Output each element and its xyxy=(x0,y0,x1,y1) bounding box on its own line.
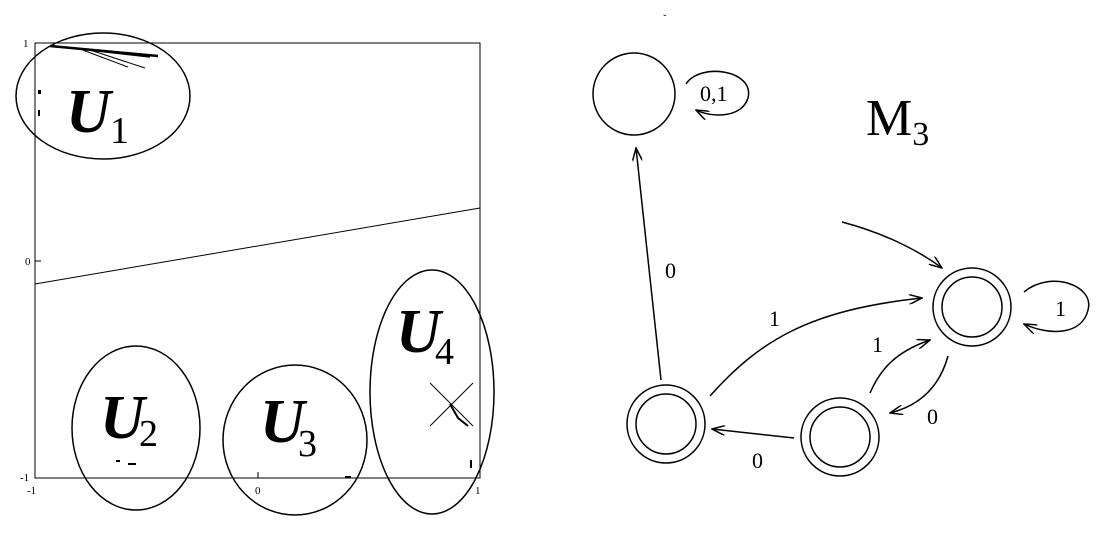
x-tick-label-right: 1 xyxy=(475,485,481,497)
automaton-diagram: M3 ˇ 0,1 0 1 1 xyxy=(592,13,1090,477)
edge-sink-loop xyxy=(685,70,750,115)
edge-middle-to-accept xyxy=(869,340,930,394)
edge-start-to-sink xyxy=(636,148,662,381)
x-tick-label-left: -1 xyxy=(27,485,36,497)
edge-start-to-sink-label: 0 xyxy=(665,258,676,283)
region-u2-label: U xyxy=(100,384,148,452)
region-u4-subscript: 4 xyxy=(435,331,454,373)
region-u1-label: U xyxy=(66,78,114,146)
edge-middle-to-start xyxy=(712,429,795,439)
edge-accept-loop-label: 1 xyxy=(1055,296,1066,321)
state-start xyxy=(626,384,706,464)
state-accept xyxy=(932,267,1012,347)
region-u3-subscript: 3 xyxy=(298,423,317,465)
edge-middle-to-accept-label: 1 xyxy=(872,332,883,357)
state-middle xyxy=(800,397,880,477)
region-u2-subscript: 2 xyxy=(139,413,158,455)
x-tick-label-mid: 0 xyxy=(255,485,261,497)
edge-accept-loop xyxy=(1024,280,1090,331)
cross-mark xyxy=(429,382,474,427)
edge-middle-to-start-label: 0 xyxy=(752,448,763,473)
region-u4-label: U xyxy=(396,298,444,366)
initial-arrow xyxy=(841,221,942,268)
scatter-plot: 1 0 -1 -1 0 1 U 1 xyxy=(15,32,495,516)
region-u1-subscript: 1 xyxy=(110,110,129,152)
y-tick-label-mid: 0 xyxy=(25,256,31,268)
y-tick-label-top: 1 xyxy=(23,38,29,50)
edge-accept-to-middle xyxy=(890,355,949,413)
region-u3: U 3 xyxy=(222,364,368,516)
region-u1: U 1 xyxy=(15,32,191,160)
edge-start-to-accept xyxy=(709,298,922,397)
edge-accept-to-middle-label: 0 xyxy=(927,404,938,429)
decision-line xyxy=(34,207,481,285)
state-sink xyxy=(592,52,676,136)
y-tick-label-bottom: -1 xyxy=(20,472,29,484)
region-u4: U 4 xyxy=(369,269,495,515)
stray-mark: ˇ xyxy=(663,13,667,25)
edge-start-to-accept-label: 1 xyxy=(769,306,780,331)
data-streaks xyxy=(38,44,472,478)
automaton-title: M3 xyxy=(866,90,929,153)
region-u2: U 2 xyxy=(71,345,201,511)
edge-sink-loop-label: 0,1 xyxy=(700,81,728,106)
region-u3-label: U xyxy=(260,388,308,456)
